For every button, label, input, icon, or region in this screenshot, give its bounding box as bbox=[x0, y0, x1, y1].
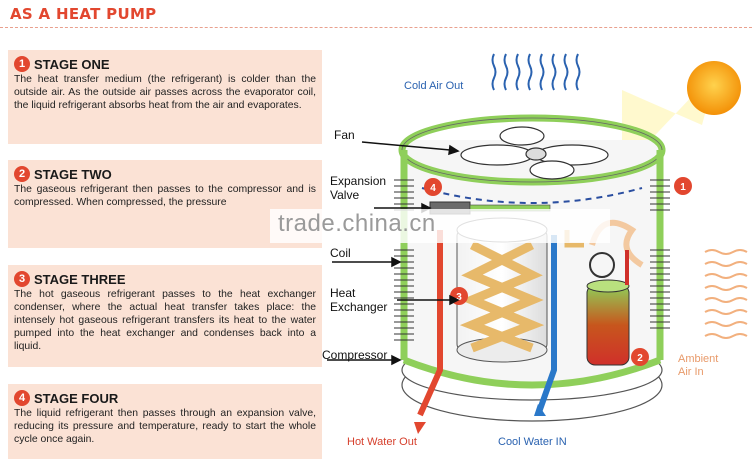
title-bar: AS A HEAT PUMP bbox=[0, 0, 752, 30]
stage-one-panel: 1 STAGE ONE The heat transfer medium (th… bbox=[8, 50, 322, 144]
stage-title: STAGE FOUR bbox=[34, 390, 119, 406]
fan-icon bbox=[460, 126, 609, 180]
ambient-air-in-arrows bbox=[704, 249, 748, 339]
ambient-air-in-label: Ambient Air In bbox=[678, 353, 719, 378]
fan-label: Fan bbox=[334, 128, 355, 142]
svg-text:1: 1 bbox=[680, 182, 686, 193]
stage-number-badge: 1 bbox=[14, 56, 30, 72]
svg-text:4: 4 bbox=[430, 183, 436, 194]
heat-pump-diagram: 1 2 3 4 bbox=[327, 53, 748, 434]
stage-title: STAGE ONE bbox=[34, 56, 110, 72]
stage-description: The hot gaseous refrigerant passes to th… bbox=[14, 289, 316, 352]
heat-exchanger-label: Heat Exchanger bbox=[330, 286, 388, 314]
marker-1: 1 bbox=[674, 177, 692, 195]
watermark-backdrop bbox=[270, 209, 610, 243]
svg-text:3: 3 bbox=[456, 292, 462, 303]
stage-four-panel: 4 STAGE FOUR The liquid refrigerant then… bbox=[8, 384, 322, 459]
compressor-label: Compressor bbox=[322, 348, 388, 362]
marker-2: 2 bbox=[631, 348, 649, 366]
stage-title: STAGE TWO bbox=[34, 166, 112, 182]
watermark: trade.china.cn bbox=[278, 210, 436, 237]
stage-number-badge: 2 bbox=[14, 166, 30, 182]
stage-description: The liquid refrigerant then passes throu… bbox=[14, 408, 316, 445]
title-divider bbox=[0, 27, 752, 28]
stage-two-panel: 2 STAGE TWO The gaseous refrigerant then… bbox=[8, 160, 322, 248]
stage-number-badge: 3 bbox=[14, 271, 30, 287]
hot-water-out-label: Hot Water Out bbox=[347, 436, 417, 448]
cold-air-out-label: Cold Air Out bbox=[404, 80, 464, 92]
marker-4: 4 bbox=[424, 178, 442, 196]
hot-water-pipe bbox=[417, 230, 443, 417]
cool-water-pipe bbox=[535, 235, 557, 417]
stage-description: The gaseous refrigerant then passes to t… bbox=[14, 184, 316, 208]
expansion-valve-label: Expansion Valve bbox=[330, 174, 387, 202]
coil-label: Coil bbox=[330, 246, 351, 260]
stage-number-badge: 4 bbox=[14, 390, 30, 406]
svg-text:2: 2 bbox=[637, 353, 643, 364]
stage-title: STAGE THREE bbox=[34, 271, 126, 287]
stage-three-panel: 3 STAGE THREE The hot gaseous refrigeran… bbox=[8, 265, 322, 367]
compressor bbox=[586, 219, 644, 366]
stage-description: The heat transfer medium (the refrigeran… bbox=[14, 74, 316, 111]
cold-air-out-arrows bbox=[491, 53, 581, 91]
page-title: AS A HEAT PUMP bbox=[10, 5, 157, 23]
cool-water-in-label: Cool Water IN bbox=[498, 436, 567, 448]
